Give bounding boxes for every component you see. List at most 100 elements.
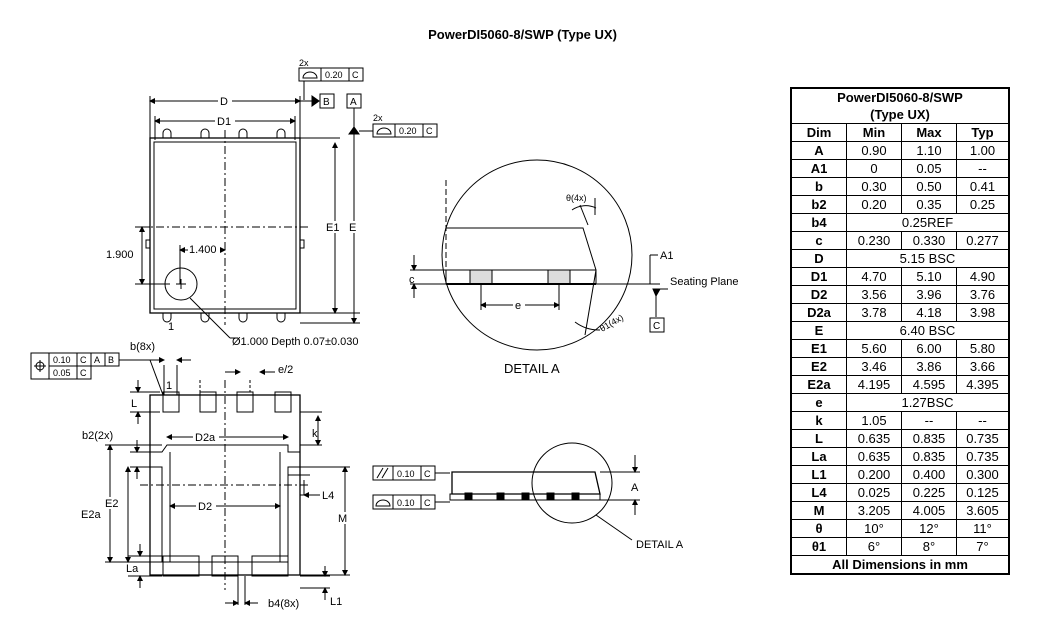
table-cell: 8° xyxy=(901,537,957,556)
col-min: Min xyxy=(846,123,902,142)
table-cell: 0.025 xyxy=(846,483,902,502)
top-datum-c: C xyxy=(352,70,359,80)
detail-a-ref: DETAIL A xyxy=(636,539,684,551)
table-cell: 3.86 xyxy=(901,357,957,376)
table-cell: D2a xyxy=(790,303,847,322)
table-cell: 0.735 xyxy=(956,447,1010,466)
table-cell: 6.40 BSC xyxy=(846,321,1010,340)
table-cell: La xyxy=(790,447,847,466)
dim-la-label: La xyxy=(126,563,139,575)
table-cell: 1.10 xyxy=(901,141,957,160)
table-cell: 0.35 xyxy=(901,195,957,214)
dim-b2-label: b2(2x) xyxy=(82,430,113,442)
table-cell: -- xyxy=(956,159,1010,178)
dim-l4-label: L4 xyxy=(322,490,334,502)
table-cell: 7° xyxy=(956,537,1010,556)
par-datum-c: C xyxy=(424,469,431,479)
right-datum-c: C xyxy=(426,126,433,136)
dim-e-label: E xyxy=(349,222,356,234)
table-cell: 12° xyxy=(901,519,957,538)
dim-m-label: M xyxy=(338,513,347,525)
dim-c-label: c xyxy=(409,274,415,286)
table-cell: 6° xyxy=(846,537,902,556)
table-cell: 0.635 xyxy=(846,429,902,448)
dim-e2-label: E2 xyxy=(105,498,118,510)
fcf-c2: C xyxy=(80,368,87,378)
table-cell: 0.25REF xyxy=(846,213,1010,232)
table-cell: 1.27BSC xyxy=(846,393,1010,412)
table-cell: b2 xyxy=(790,195,847,214)
prof-tol-value: 0.10 xyxy=(397,498,415,508)
table-cell: M xyxy=(790,501,847,520)
theta-4x-label: θ(4x) xyxy=(566,193,587,203)
table-cell: 3.66 xyxy=(956,357,1010,376)
table-cell: 0.20 xyxy=(846,195,902,214)
dim-e-small-label: e xyxy=(515,300,521,312)
table-cell: b xyxy=(790,177,847,196)
datum-b-label: B xyxy=(323,97,330,108)
table-cell: 4.195 xyxy=(846,375,902,394)
table-cell: 0.835 xyxy=(901,447,957,466)
detail-a-title: DETAIL A xyxy=(504,361,560,376)
table-cell: 4.595 xyxy=(901,375,957,394)
table-footer: All Dimensions in mm xyxy=(790,555,1010,575)
table-cell: 6.00 xyxy=(901,339,957,358)
table-cell: A1 xyxy=(790,159,847,178)
dim-d2a-label: D2a xyxy=(195,432,216,444)
table-cell: e xyxy=(790,393,847,412)
drawing-title: PowerDI5060-8/SWP (Type UX) xyxy=(428,27,617,42)
col-max: Max xyxy=(901,123,957,142)
table-cell: 0.735 xyxy=(956,429,1010,448)
table-cell: 0 xyxy=(846,159,902,178)
prof-datum-c: C xyxy=(424,498,431,508)
table-header-line2: (Type UX) xyxy=(870,107,930,122)
table-cell: 3.205 xyxy=(846,501,902,520)
seating-plane-label: Seating Plane xyxy=(670,276,739,288)
table-cell: D1 xyxy=(790,267,847,286)
table-cell: 3.56 xyxy=(846,285,902,304)
detail-a-view: θ(4x) A1 Seating Plane C c e θ1(4x) xyxy=(409,159,739,351)
table-cell: 5.15 BSC xyxy=(846,249,1010,268)
dim-1900-label: 1.900 xyxy=(106,249,134,261)
dim-a-label: A xyxy=(631,482,639,494)
table-cell: 0.225 xyxy=(901,483,957,502)
theta1-4x-label: θ1(4x) xyxy=(598,312,625,333)
fcf-b1: B xyxy=(108,355,114,365)
table-cell: 0.300 xyxy=(956,465,1010,484)
table-cell: L4 xyxy=(790,483,847,502)
table-cell: 3.96 xyxy=(901,285,957,304)
dim-l-label: L xyxy=(131,398,137,410)
table-cell: 4.005 xyxy=(901,501,957,520)
table-cell: 1.05 xyxy=(846,411,902,430)
table-cell: 5.80 xyxy=(956,339,1010,358)
table-cell: 5.60 xyxy=(846,339,902,358)
dim-d2-label: D2 xyxy=(198,501,212,513)
table-cell: E xyxy=(790,321,847,340)
table-cell: 0.230 xyxy=(846,231,902,250)
table-cell: 4.90 xyxy=(956,267,1010,286)
table-cell: θ1 xyxy=(790,537,847,556)
dim-d1-label: D1 xyxy=(217,116,231,128)
table-cell: E2a xyxy=(790,375,847,394)
side-view: 0.10 C 0.10 C A DETAIL A xyxy=(372,442,684,551)
table-cell: k xyxy=(790,411,847,430)
table-cell: 0.200 xyxy=(846,465,902,484)
table-cell: D xyxy=(790,249,847,268)
table-cell: 0.835 xyxy=(901,429,957,448)
table-cell: 0.330 xyxy=(901,231,957,250)
top-view: 2x 0.20 C B A 2x 0.20 C D xyxy=(105,58,438,348)
top-tol-value: 0.20 xyxy=(325,70,343,80)
